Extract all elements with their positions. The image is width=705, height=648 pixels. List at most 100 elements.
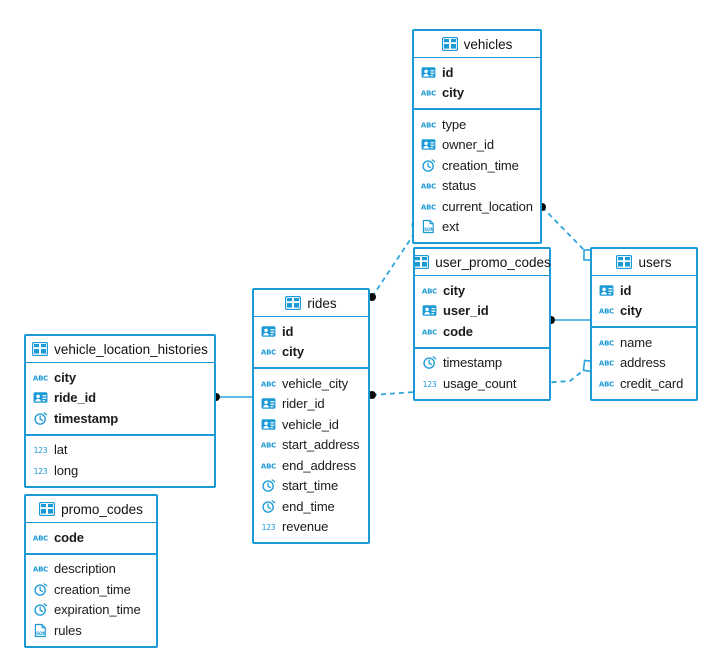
- field-row-user_promo_codes-timestamp[interactable]: timestamp: [415, 353, 549, 374]
- field-row-user_promo_codes-user_id[interactable]: user_id: [415, 301, 549, 322]
- id-card-icon: [261, 396, 276, 411]
- svg-text:ABC: ABC: [33, 534, 48, 542]
- abc-text-icon: ABC: [261, 437, 276, 452]
- field-name: credit_card: [620, 375, 684, 391]
- field-row-vehicles-id[interactable]: id: [414, 62, 540, 83]
- field-row-users-name[interactable]: ABC name: [592, 332, 696, 353]
- table-header-user_promo_codes[interactable]: user_promo_codes: [413, 249, 551, 276]
- field-name: end_time: [282, 498, 335, 514]
- field-row-promo_codes-creation_time[interactable]: creation_time: [26, 579, 156, 600]
- table-header-promo_codes[interactable]: promo_codes: [26, 496, 156, 523]
- field-row-rides-vehicle_id[interactable]: vehicle_id: [254, 414, 368, 435]
- field-name: expiration_time: [54, 602, 141, 618]
- id-card-icon: [33, 390, 48, 405]
- field-name: city: [54, 369, 77, 385]
- field-row-rides-id[interactable]: id: [254, 321, 368, 342]
- table-header-users[interactable]: users: [592, 249, 696, 276]
- table-title: vehicle_location_histories: [54, 341, 208, 357]
- field-row-users-credit_card[interactable]: ABC credit_card: [592, 373, 696, 394]
- field-name: current_location: [442, 198, 533, 214]
- field-name: description: [54, 561, 116, 577]
- table-title: users: [638, 254, 672, 270]
- svg-text:123: 123: [423, 380, 437, 389]
- field-row-promo_codes-expiration_time[interactable]: expiration_time: [26, 600, 156, 621]
- field-name: id: [442, 64, 454, 80]
- field-name: status: [442, 178, 477, 194]
- abc-text-icon: ABC: [261, 376, 276, 391]
- table-header-vehicle_location_histories[interactable]: vehicle_location_histories: [26, 336, 214, 363]
- svg-text:ABC: ABC: [599, 360, 614, 368]
- field-row-vehicle_location_histories-timestamp[interactable]: timestamp: [26, 408, 214, 429]
- table-header-vehicles[interactable]: vehicles: [414, 31, 540, 58]
- field-row-vehicles-status[interactable]: ABC status: [414, 176, 540, 197]
- field-row-rides-start_time[interactable]: start_time: [254, 476, 368, 497]
- field-name: rules: [54, 622, 82, 638]
- abc-text-icon: ABC: [599, 355, 614, 370]
- svg-text:ABC: ABC: [421, 90, 436, 98]
- field-row-vehicles-owner_id[interactable]: owner_id: [414, 135, 540, 156]
- abc-text-icon: ABC: [421, 85, 436, 100]
- field-row-vehicle_location_histories-ride_id[interactable]: ride_id: [26, 388, 214, 409]
- svg-text:ABC: ABC: [599, 380, 614, 388]
- svg-text:ABC: ABC: [261, 349, 276, 357]
- 123-number-icon: 123: [33, 442, 48, 457]
- field-row-promo_codes-description[interactable]: ABC description: [26, 559, 156, 580]
- field-name: user_id: [443, 303, 489, 319]
- connector-user-promo-codes-to-users: [547, 316, 590, 324]
- field-name: lat: [54, 442, 68, 458]
- 123-number-icon: 123: [261, 519, 276, 534]
- field-name: name: [620, 334, 653, 350]
- field-row-vehicles-ext[interactable]: JSON ext: [414, 217, 540, 238]
- field-name: creation_time: [442, 157, 519, 173]
- field-row-users-id[interactable]: id: [592, 280, 696, 301]
- field-name: id: [620, 282, 632, 298]
- table-title: rides: [307, 295, 337, 311]
- field-row-vehicles-creation_time[interactable]: creation_time: [414, 155, 540, 176]
- id-card-icon: [261, 324, 276, 339]
- field-name: owner_id: [442, 137, 494, 153]
- field-name: ext: [442, 219, 460, 235]
- abc-text-icon: ABC: [33, 561, 48, 576]
- svg-text:ABC: ABC: [599, 339, 614, 347]
- field-row-rides-rider_id[interactable]: rider_id: [254, 394, 368, 415]
- field-row-vehicle_location_histories-lat[interactable]: 123 lat: [26, 440, 214, 461]
- table-header-rides[interactable]: rides: [254, 290, 368, 317]
- clock-icon: [33, 602, 48, 617]
- json-document-icon: JSON: [421, 219, 436, 234]
- id-card-icon: [421, 65, 436, 80]
- field-row-rides-end_time[interactable]: end_time: [254, 496, 368, 517]
- abc-text-icon: ABC: [421, 178, 436, 193]
- clock-icon: [261, 499, 276, 514]
- svg-text:ABC: ABC: [422, 328, 437, 336]
- abc-text-icon: ABC: [261, 458, 276, 473]
- abc-text-icon: ABC: [421, 117, 436, 132]
